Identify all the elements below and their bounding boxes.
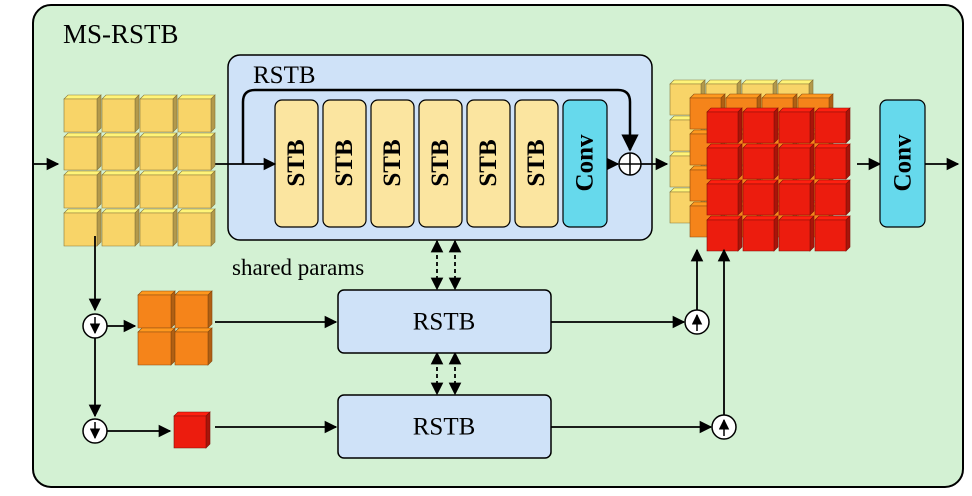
downsampled-2x-cubes xyxy=(137,290,213,366)
stb-block xyxy=(418,99,463,228)
stb-block-group: STB STB STB STB STB STB xyxy=(274,99,559,228)
feature-cube xyxy=(778,179,815,216)
feature-cube xyxy=(101,94,140,133)
feature-cube xyxy=(139,208,178,247)
output-conv-label: Conv xyxy=(890,134,917,191)
feature-cube xyxy=(139,94,178,133)
feature-cube xyxy=(63,208,102,247)
feature-cube xyxy=(174,290,213,329)
feature-cube xyxy=(814,143,851,180)
feature-cube xyxy=(174,327,213,366)
feature-cube xyxy=(177,94,216,133)
feature-cube xyxy=(63,170,102,209)
downsampled-4x-cube xyxy=(173,411,211,449)
shared-params-label: shared params xyxy=(232,255,364,280)
feature-cube xyxy=(137,327,176,366)
feature-cube xyxy=(706,179,743,216)
feature-cube xyxy=(814,215,851,252)
output-conv-block xyxy=(879,99,926,228)
rstb-conv-label: Conv xyxy=(572,134,599,191)
feature-cube xyxy=(177,132,216,171)
upsample-node-2 xyxy=(711,414,737,440)
stb-block xyxy=(514,99,559,228)
feature-cube xyxy=(101,132,140,171)
stb-label: STB xyxy=(475,139,502,186)
feature-cube xyxy=(139,132,178,171)
feature-cube xyxy=(101,208,140,247)
downsample-node-2 xyxy=(82,418,108,444)
downsample-node-1 xyxy=(82,313,108,339)
feature-cube xyxy=(778,215,815,252)
feature-cube xyxy=(63,132,102,171)
stb-block xyxy=(322,99,367,228)
stb-label: STB xyxy=(331,139,358,186)
rstb-branch-2-label: RSTB xyxy=(413,414,476,441)
merged-feature-cubes xyxy=(669,79,851,252)
feature-cube xyxy=(778,143,815,180)
stb-label: STB xyxy=(283,139,310,186)
stb-block xyxy=(370,99,415,228)
sum-node xyxy=(618,152,642,176)
panel-title: MS-RSTB xyxy=(63,19,179,49)
stb-block xyxy=(466,99,511,228)
rstb-main-label: RSTB xyxy=(253,62,316,89)
stb-label: STB xyxy=(379,139,406,186)
feature-cube xyxy=(137,290,176,329)
upsample-node-1 xyxy=(684,309,710,335)
feature-cube xyxy=(173,411,211,449)
feature-cube xyxy=(742,215,779,252)
feature-cube xyxy=(778,107,815,144)
input-feature-cubes xyxy=(63,94,216,247)
feature-cube xyxy=(101,170,140,209)
feature-cube xyxy=(177,170,216,209)
feature-cube xyxy=(706,143,743,180)
feature-cube xyxy=(63,94,102,133)
feature-cube xyxy=(742,179,779,216)
feature-cube xyxy=(706,107,743,144)
feature-cube xyxy=(139,170,178,209)
feature-cube xyxy=(177,208,216,247)
stb-label: STB xyxy=(427,139,454,186)
stb-label: STB xyxy=(523,139,550,186)
skip-connection-arrow xyxy=(241,88,639,164)
rstb-branch-1-label: RSTB xyxy=(413,309,476,336)
feature-cube xyxy=(742,107,779,144)
feature-cube xyxy=(742,143,779,180)
feature-cube xyxy=(706,215,743,252)
feature-cube xyxy=(814,179,851,216)
feature-cube xyxy=(814,107,851,144)
